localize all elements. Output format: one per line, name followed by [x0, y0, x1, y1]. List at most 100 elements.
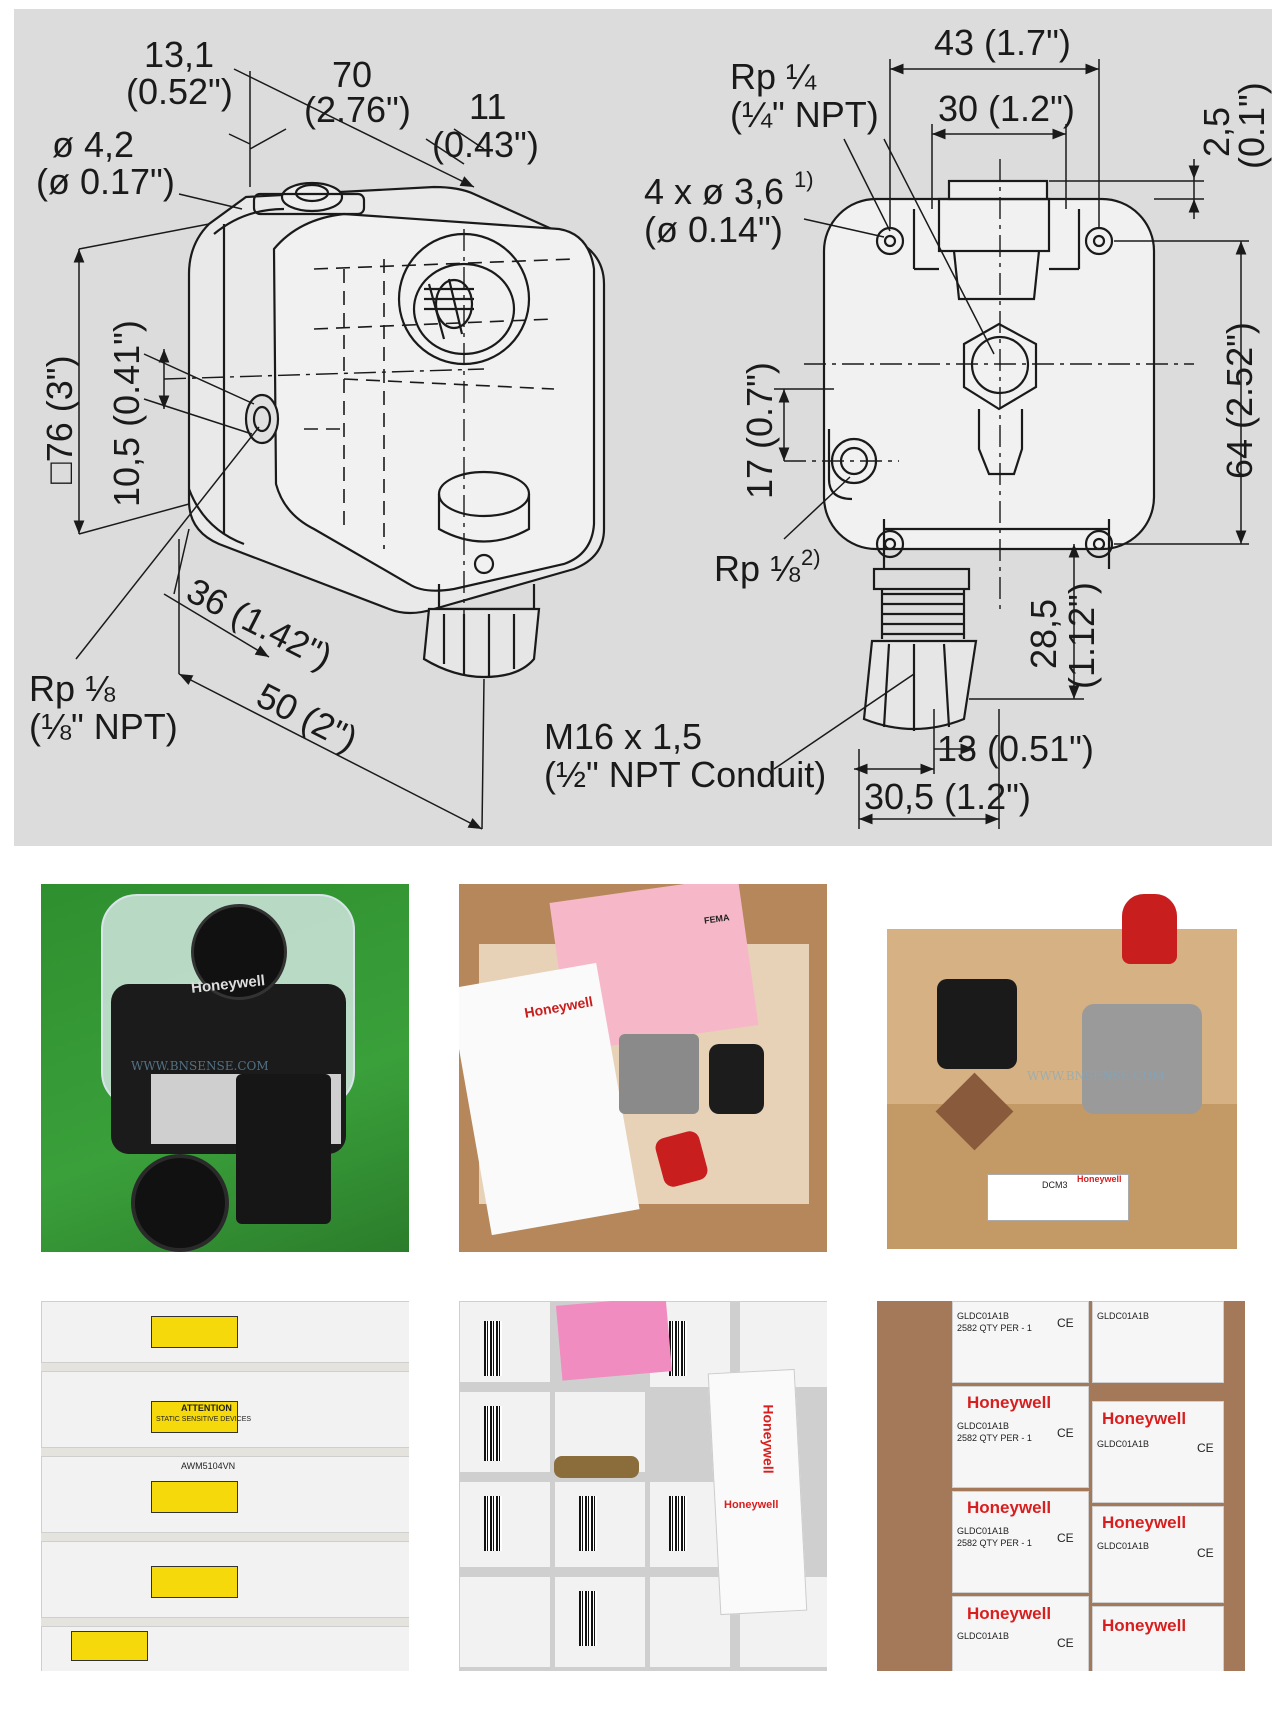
dim-11-inch: (0.43")	[432, 124, 539, 165]
barcode-2	[484, 1406, 502, 1461]
brand-6: Honeywell	[1102, 1616, 1187, 1635]
gldc-box-3	[952, 1386, 1089, 1488]
box-grid-4	[554, 1576, 646, 1668]
front-view	[784, 159, 1194, 731]
rp-1-4-label: Rp ¼	[730, 56, 817, 97]
rp-1-8-front: Rp ⅛	[714, 548, 801, 589]
dim-square-76: □76 (3")	[39, 355, 80, 484]
box-grid-1	[459, 1301, 551, 1383]
ce-mark-4: CE	[1197, 1441, 1214, 1455]
warning-label-4	[151, 1566, 238, 1598]
brand-horizontal: Honeywell	[724, 1499, 779, 1511]
box-grid-9	[459, 1576, 551, 1668]
connector-plug	[236, 1074, 331, 1224]
dim-2-5-inch: (0.1")	[1231, 82, 1272, 169]
photo-pressure-switch: Honeywell WWW.BNSENSE.COM	[41, 884, 409, 1252]
barcode-6	[669, 1496, 687, 1551]
box-grid-7	[459, 1391, 551, 1473]
pink-foam	[555, 1301, 673, 1381]
part-7: GLDC01A1B	[957, 1631, 1010, 1641]
technical-drawing: 13,1 (0.52") 70 (2.76") 11 (0.43") ø 4,2…	[14, 9, 1272, 846]
holes-footnote: 1)	[794, 167, 814, 192]
qty-5: 2582 QTY PER - 1	[957, 1538, 1032, 1548]
brand-3: Honeywell	[967, 1498, 1052, 1517]
rp-1-8-npt: (⅛" NPT)	[29, 706, 178, 747]
rp-1-8-label: Rp ⅛	[29, 668, 116, 709]
barcode-5	[669, 1321, 687, 1376]
dial	[191, 904, 287, 1000]
dim-50: 50 (2")	[250, 675, 364, 760]
dim-43: 43 (1.7")	[934, 22, 1071, 63]
box-label-part: DCM3	[1042, 1180, 1068, 1190]
brand-2: Honeywell	[1102, 1409, 1187, 1428]
dim-10-5: 10,5 (0.41")	[106, 320, 147, 507]
gldc-box-1	[952, 1301, 1089, 1383]
gldc-box-5	[952, 1491, 1089, 1593]
black-plug	[709, 1044, 764, 1114]
part-number: AWM5104VN	[181, 1461, 236, 1471]
photo-awm-boxes: ATTENTION STATIC SENSITIVE DEVICES AWM51…	[41, 1301, 409, 1671]
part-1: GLDC01A1B	[957, 1311, 1010, 1321]
box-label	[987, 1174, 1129, 1221]
warning-label-5	[71, 1631, 148, 1661]
dim-70: 70	[332, 54, 372, 95]
dim-30: 30 (1.2")	[938, 88, 1075, 129]
box-grid-3	[459, 1481, 551, 1568]
switch-device	[619, 1034, 699, 1114]
black-connector	[937, 979, 1017, 1069]
front-view-dimensions	[773, 59, 1249, 829]
holes-label: 4 x ø 3,6	[644, 171, 784, 212]
part-2: GLDC01A1B	[1097, 1311, 1150, 1321]
part-5: GLDC01A1B	[957, 1526, 1010, 1536]
box-grid-8	[554, 1481, 646, 1568]
part-4: GLDC01A1B	[1097, 1439, 1150, 1449]
photo-dcm3-box: DCM3 Honeywell WWW.BNSENSE.COM	[877, 884, 1245, 1252]
dim-30-5: 30,5 (1.2")	[864, 776, 1031, 817]
ce-mark-3: CE	[1057, 1426, 1074, 1440]
gldc-box-8	[1092, 1606, 1224, 1671]
qty-1: 2582 QTY PER - 1	[957, 1323, 1032, 1333]
dim-70-inch: (2.76")	[304, 89, 411, 130]
cable-gland	[131, 1154, 229, 1252]
ce-mark-7: CE	[1057, 1636, 1074, 1650]
brand-4: Honeywell	[1102, 1513, 1187, 1532]
switch-body	[1082, 1004, 1202, 1114]
barcode-7	[579, 1591, 597, 1646]
brand-5: Honeywell	[967, 1604, 1052, 1623]
watermark: WWW.BNSENSE.COM	[131, 1059, 269, 1073]
warning-text: ATTENTION	[181, 1403, 232, 1413]
photo-gldc-boxes: Honeywell Honeywell Honeywell Honeywell …	[877, 1301, 1245, 1671]
hole-dia: ø 4,2	[52, 124, 134, 165]
dim-13: 13 (0.51")	[937, 728, 1094, 769]
rp-1-8-footnote: 2)	[801, 545, 821, 570]
qty-3: 2582 QTY PER - 1	[957, 1433, 1032, 1443]
holes-inch: (ø 0.14")	[644, 209, 783, 250]
dim-11: 11	[469, 86, 506, 127]
ce-mark-6: CE	[1197, 1546, 1214, 1560]
m16-conduit: (½" NPT Conduit)	[544, 754, 826, 795]
gldc-box-6	[1092, 1506, 1224, 1603]
photo-barcode-boxes: Honeywell Honeywell	[459, 1301, 827, 1671]
side-view	[163, 181, 606, 679]
barcode-4	[579, 1496, 597, 1551]
dim-64: 64 (2.52")	[1219, 322, 1260, 479]
barcode-3	[484, 1496, 502, 1551]
hole-dia-inch: (ø 0.17")	[36, 161, 175, 202]
warning-label-2	[151, 1401, 238, 1433]
ce-mark-5: CE	[1057, 1531, 1074, 1545]
front-view-labels: Rp ¼ (¼" NPT) 43 (1.7") 30 (1.2") 2,5 (0…	[544, 22, 1272, 817]
rp-1-4-npt: (¼" NPT)	[730, 94, 879, 135]
dim-2-5: 2,5	[1196, 107, 1237, 157]
part-3: GLDC01A1B	[957, 1421, 1010, 1431]
honeywell-box	[707, 1368, 808, 1616]
dim-13-1: 13,1	[144, 34, 214, 75]
watermark: WWW.BNSENSE.COM	[1027, 1069, 1165, 1083]
box-grid-10	[649, 1576, 731, 1668]
barcode-1	[484, 1321, 502, 1376]
warning-label-3	[151, 1481, 238, 1513]
ce-mark-1: CE	[1057, 1316, 1074, 1330]
red-cap	[1122, 894, 1177, 964]
dim-28-5-inch: (1.12")	[1061, 582, 1102, 689]
side-view-dimensions	[73, 68, 485, 830]
dim-17: 17 (0.7")	[739, 362, 780, 499]
